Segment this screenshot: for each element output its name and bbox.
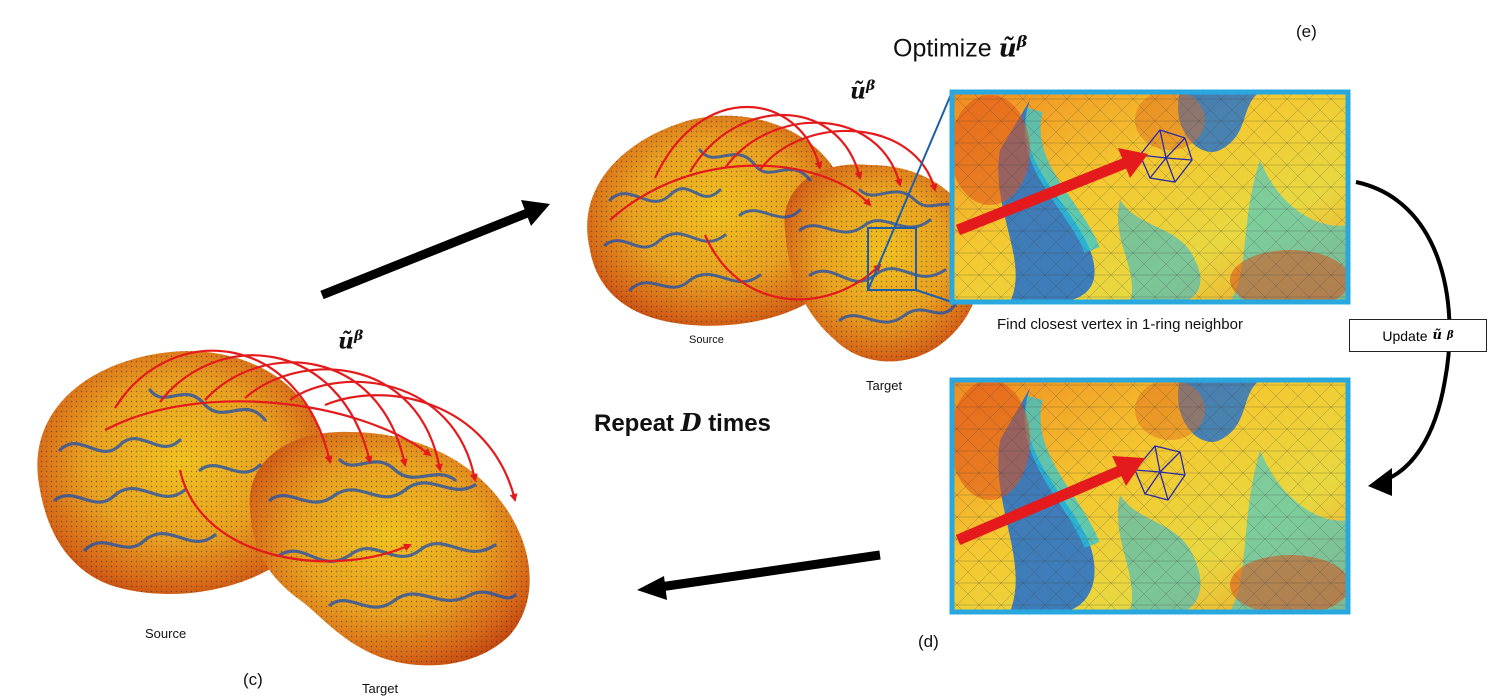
panel-e-closeup (949, 89, 1351, 305)
repeat-suffix: times (708, 410, 771, 437)
update-text: Update (1382, 327, 1428, 344)
target-label-bottom: Target (362, 681, 399, 696)
vector-label-top: ũβ (850, 78, 875, 104)
vector-left-symbol: ũ (338, 328, 354, 355)
optimize-symbol: ũ (998, 33, 1017, 63)
panel-e-label: (e) (1296, 22, 1317, 41)
zoom-connector (867, 91, 953, 303)
vector-left-superscript: β (354, 328, 364, 344)
vector-top-symbol: ũ (850, 78, 866, 105)
update-arrow (1355, 180, 1452, 496)
repeat-prefix: Repeat (594, 410, 675, 437)
panel-c-label: (c) (243, 670, 263, 689)
repeat-label: Repeat D times (594, 408, 771, 438)
target-label-top: Target (866, 378, 903, 393)
source-label-bottom: Source (145, 626, 187, 641)
flow-arrow-up (320, 200, 550, 300)
optimize-superscript: β (1016, 32, 1028, 51)
update-superscript: β (1446, 330, 1454, 341)
flow-arrow-left (637, 550, 881, 600)
brain-bottom (37, 349, 530, 666)
panel-d-closeup (949, 377, 1351, 615)
optimize-text: Optimize (893, 34, 992, 63)
update-symbol: ũ (1432, 328, 1442, 343)
optimize-title: Optimize ũβ (893, 32, 1027, 63)
repeat-variable: D (680, 408, 702, 437)
panel-d-label: (d) (918, 632, 939, 651)
brain-top (587, 106, 981, 362)
find-caption: Find closest vertex in 1-ring neighbor (997, 316, 1243, 333)
vector-label-left: ũβ (338, 328, 363, 354)
source-label-top: Source (689, 334, 724, 346)
vector-top-superscript: β (866, 78, 876, 94)
